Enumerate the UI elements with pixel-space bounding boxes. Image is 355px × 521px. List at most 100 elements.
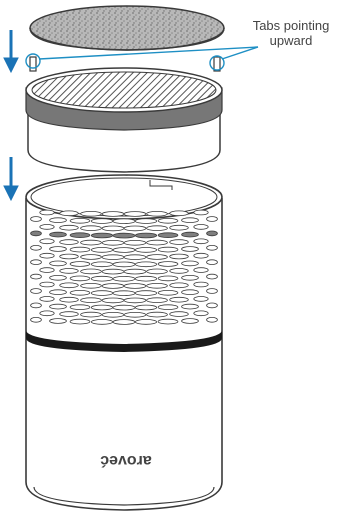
vent-hole — [135, 291, 156, 296]
vent-hole — [158, 233, 178, 238]
vent-hole — [91, 233, 112, 238]
vent-hole — [50, 275, 67, 280]
vent-hole — [40, 297, 54, 302]
vent-hole — [70, 319, 90, 324]
vent-hole — [135, 262, 156, 267]
vent-hole — [207, 317, 218, 322]
vent-hole — [40, 282, 54, 287]
vent-hole — [70, 290, 90, 295]
vent-hole — [158, 262, 178, 267]
vent-hole — [40, 225, 54, 230]
vent-hole — [147, 240, 168, 245]
vent-hole — [124, 312, 146, 317]
vent-hole — [81, 298, 102, 303]
vent-hole — [170, 225, 189, 230]
vent-hole — [91, 276, 112, 281]
vent-hole — [158, 276, 178, 281]
vent-hole — [70, 262, 90, 267]
vent-hole — [147, 312, 168, 317]
vent-hole — [31, 231, 42, 236]
vent-hole — [135, 305, 156, 310]
vent-hole — [124, 284, 146, 289]
vent-hole — [102, 226, 124, 231]
vent-hole — [91, 262, 112, 267]
vent-hole — [70, 233, 90, 238]
vent-hole — [60, 269, 79, 274]
vent-hole — [170, 211, 189, 216]
vent-hole — [102, 298, 124, 303]
vent-hole — [40, 311, 54, 316]
vent-hole — [124, 226, 146, 231]
vent-hole — [113, 219, 135, 224]
vent-hole — [70, 305, 90, 310]
vent-hole — [70, 247, 90, 252]
vent-hole — [135, 219, 156, 224]
vent-hole — [182, 247, 199, 252]
vent-hole — [170, 269, 189, 274]
vent-hole — [81, 255, 102, 260]
vent-hole — [40, 253, 54, 258]
vent-hole — [135, 248, 156, 253]
vent-hole — [182, 218, 199, 223]
vent-hole — [50, 218, 67, 223]
vent-hole — [194, 210, 208, 215]
vent-hole — [147, 298, 168, 303]
vent-hole — [50, 290, 67, 295]
vent-hole — [207, 274, 218, 279]
vent-hole — [158, 305, 178, 310]
vent-hole — [182, 304, 199, 309]
brand-logo: aroveć — [100, 452, 152, 469]
vent-hole — [113, 291, 135, 296]
vent-hole — [124, 212, 146, 217]
vent-hole — [60, 225, 79, 230]
vent-hole — [31, 289, 42, 294]
vent-hole — [31, 245, 42, 250]
vent-hole — [102, 312, 124, 317]
vent-hole — [182, 261, 199, 266]
vent-hole — [135, 233, 156, 238]
vent-hole — [182, 232, 199, 237]
vent-hole — [113, 233, 135, 238]
vent-hole — [147, 283, 168, 288]
vent-hole — [40, 239, 54, 244]
vent-hole — [81, 240, 102, 245]
vent-hole — [124, 298, 146, 303]
vent-hole — [70, 276, 90, 281]
vent-hole — [102, 269, 124, 274]
vent-hole — [158, 247, 178, 252]
vent-hole — [60, 211, 79, 216]
vent-hole — [50, 232, 67, 237]
vent-hole — [91, 320, 112, 325]
vent-hole — [113, 248, 135, 253]
vent-hole — [113, 305, 135, 310]
vent-hole — [147, 269, 168, 274]
vent-hole — [170, 240, 189, 245]
vent-hole — [91, 291, 112, 296]
vent-hole — [113, 320, 135, 325]
callout-label-line1: Tabs pointing — [236, 18, 346, 33]
vent-hole — [194, 268, 208, 273]
vent-hole — [91, 305, 112, 310]
vent-hole — [81, 226, 102, 231]
vent-hole — [50, 304, 67, 309]
vent-hole — [113, 262, 135, 267]
vent-hole — [31, 317, 42, 322]
vent-hole — [170, 283, 189, 288]
vent-hole — [194, 311, 208, 316]
vent-hole — [124, 240, 146, 245]
vent-hole — [81, 312, 102, 317]
vent-hole — [81, 283, 102, 288]
vent-hole — [194, 282, 208, 287]
filter-cartridge — [26, 57, 222, 172]
vent-hole — [147, 255, 168, 260]
vent-hole — [31, 260, 42, 265]
vent-hole — [50, 319, 67, 324]
vent-hole — [182, 275, 199, 280]
vent-hole — [70, 218, 90, 223]
vent-hole — [135, 320, 156, 325]
vent-hole — [147, 211, 168, 216]
vent-hole — [50, 247, 67, 252]
vent-hole — [207, 289, 218, 294]
